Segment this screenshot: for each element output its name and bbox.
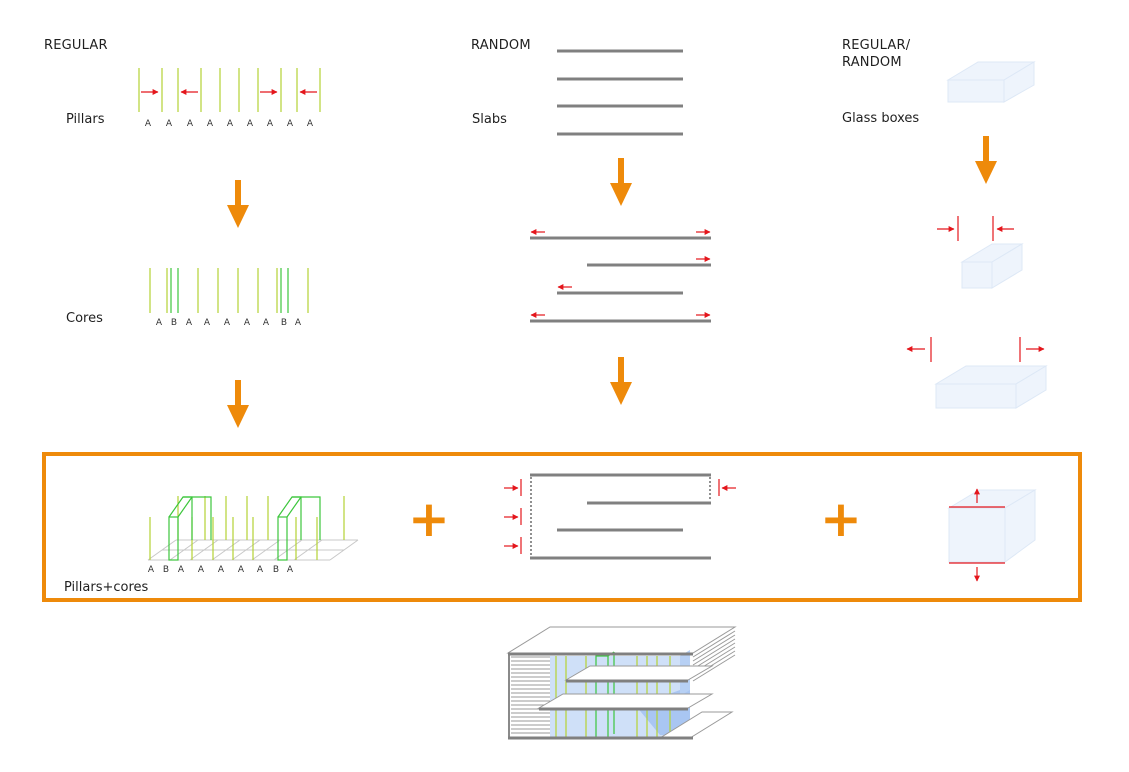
push-marks-inward: [937, 216, 1014, 241]
pillar-letter: A: [187, 119, 194, 129]
core-letter: A: [295, 318, 302, 328]
pillar-letter: A: [207, 119, 214, 129]
combo-slabs: [530, 473, 711, 560]
combination-frame: [42, 452, 1082, 602]
plus-sign-1: +: [408, 490, 450, 548]
combo-letter: A: [238, 565, 245, 575]
heading-regular-random: REGULAR/ RANDOM: [842, 38, 911, 70]
pillar-letter: A: [247, 119, 254, 129]
combo-letter: B: [163, 565, 169, 575]
pillar-letter: A: [287, 119, 294, 129]
pillars-row: [138, 68, 321, 112]
cores-row: [149, 268, 309, 313]
arrow-down-icon: [227, 380, 249, 428]
heading-regular: REGULAR: [44, 38, 108, 53]
plus-sign-2: +: [820, 490, 862, 548]
core-letter: A: [263, 318, 270, 328]
core-letter: B: [171, 318, 177, 328]
combo-cores: [168, 496, 321, 561]
core-letter: A: [204, 318, 211, 328]
combo-letter: A: [148, 565, 155, 575]
slabs-stack: [557, 49, 683, 136]
arrow-down-icon: [610, 357, 632, 405]
glass-box-top: [946, 61, 1036, 103]
label-cores: Cores: [66, 311, 103, 326]
push-marks-outward: [906, 337, 1045, 362]
combo-letter: A: [218, 565, 225, 575]
final-building: [506, 626, 737, 740]
arrow-down-icon: [227, 180, 249, 228]
combo-letter: B: [273, 565, 279, 575]
label-slabs: Slabs: [472, 112, 507, 127]
combo-slab-edges: [530, 477, 711, 556]
pillar-letter: A: [267, 119, 274, 129]
pillar-letter: A: [145, 119, 152, 129]
label-glass-boxes: Glass boxes: [842, 111, 920, 126]
slab-arrows: [530, 229, 711, 318]
core-letters: A B A A A A A B A: [156, 318, 302, 328]
combo-letter: A: [198, 565, 205, 575]
heading-random: RANDOM: [471, 38, 531, 53]
pillar-letter: A: [307, 119, 314, 129]
pillar-letter: A: [166, 119, 173, 129]
combo-letter: A: [257, 565, 264, 575]
pillar-letter: A: [227, 119, 234, 129]
combo-letter: A: [287, 565, 294, 575]
shifted-slabs: [530, 236, 711, 323]
core-letter: A: [244, 318, 251, 328]
label-pillars: Pillars: [66, 112, 105, 127]
core-letter: A: [186, 318, 193, 328]
arrow-down-icon: [975, 136, 997, 184]
glass-box-narrow: [960, 243, 1024, 289]
combo-letters: A B A A A A A B A: [148, 565, 294, 575]
combo-glass-box: [947, 489, 1037, 563]
combo-glass-limits: [949, 488, 1005, 582]
core-letter: A: [156, 318, 163, 328]
glass-box-wide: [934, 365, 1048, 409]
label-pillars-cores: Pillars+cores: [64, 580, 149, 595]
core-letter: A: [224, 318, 231, 328]
core-letter: B: [281, 318, 287, 328]
combo-slab-arrows: [504, 479, 736, 554]
arrow-down-icon: [610, 158, 632, 206]
combo-letter: A: [178, 565, 185, 575]
pillar-letters: A A A A A A A A A: [145, 119, 314, 129]
